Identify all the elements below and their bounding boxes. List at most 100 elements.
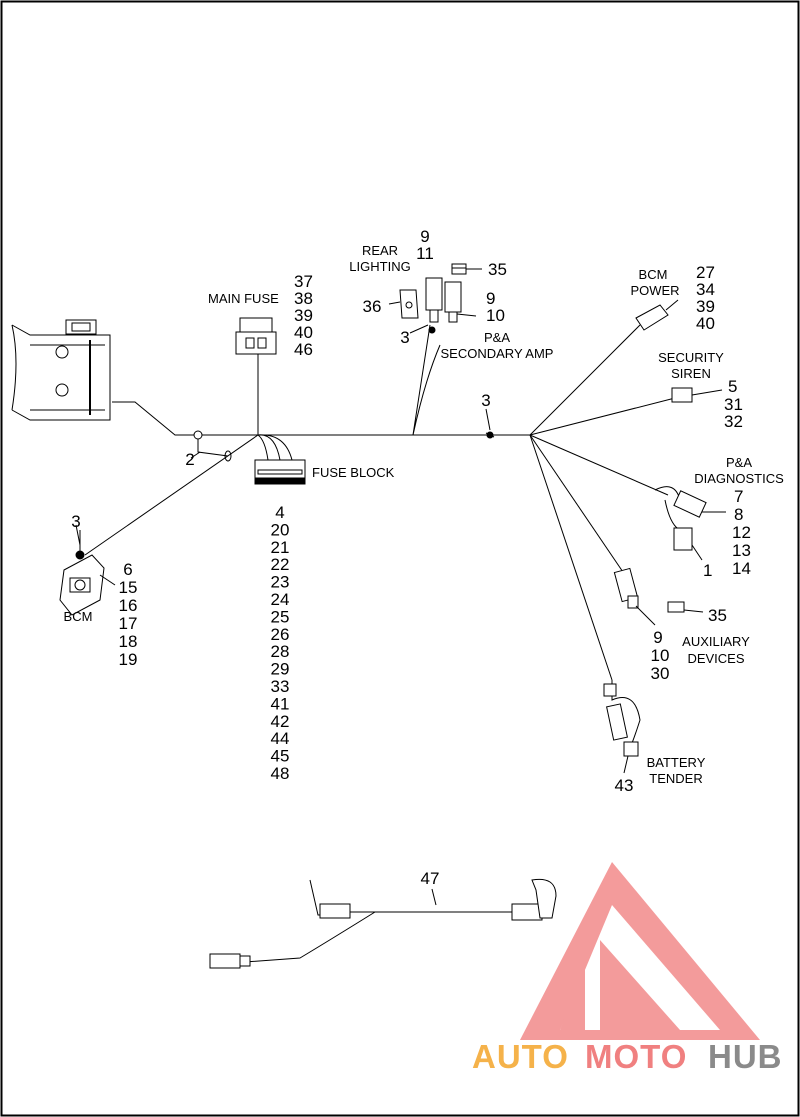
main-fuse-label: MAIN FUSE [208, 291, 279, 306]
battery-tender-label-2: TENDER [649, 771, 702, 786]
main-fuse-holder [235, 317, 277, 355]
trunk-ground-number: 3 [481, 391, 490, 410]
security-siren-num-1: 5 [728, 377, 737, 396]
branch-security-siren [529, 397, 676, 436]
battery-tender-lead [603, 680, 641, 774]
bcm-power-label-2: POWER [630, 283, 679, 298]
fuse-block-num: 44 [271, 729, 290, 748]
fuse-block-num: 48 [271, 764, 290, 783]
terminal-part-36 [399, 289, 419, 319]
seal-plug-top [451, 263, 482, 275]
auxiliary-label-1: AUXILIARY [682, 634, 750, 649]
bcm-power-num-4: 40 [696, 314, 715, 333]
fuse-block-num: 45 [271, 747, 290, 766]
fuse-block-num: 28 [271, 642, 290, 661]
diagnostics-connectors [654, 486, 726, 561]
frame-bracket [11, 319, 111, 421]
left-ground-number: 2 [185, 450, 194, 469]
fuse-block-numbers: 4 20 21 22 23 24 25 26 28 29 33 41 42 44… [271, 503, 290, 783]
branch-bcm-power [529, 324, 641, 436]
auxiliary-connector [613, 567, 656, 626]
branch-fuse-block [257, 434, 293, 461]
fuse-block-num: 20 [271, 520, 290, 539]
main-fuse-num-1: 37 [294, 272, 313, 291]
rear-lighting-num-2: 11 [416, 244, 434, 263]
bcm-power-connector [635, 299, 679, 331]
security-siren-num-3: 32 [724, 412, 743, 431]
seal-plug-aux [667, 601, 704, 613]
bcm-power-num-3: 39 [696, 297, 715, 316]
harness-47 [209, 878, 557, 969]
secondary-amp-ground-number: 3 [400, 328, 409, 347]
auxiliary-num-3: 30 [651, 664, 670, 683]
secondary-amp-label-2: SECONDARY AMP [441, 346, 554, 361]
rear-lighting-label-1: REAR [362, 243, 398, 258]
fuse-block-part [254, 459, 306, 485]
bcm-num-4: 17 [119, 614, 138, 633]
security-siren-num-2: 31 [724, 395, 743, 414]
security-siren-label-1: SECURITY [658, 350, 724, 365]
fuse-block-num: 23 [271, 573, 290, 592]
rear-lighting-label-2: LIGHTING [349, 259, 410, 274]
fuse-block-num: 25 [271, 607, 290, 626]
branch-bcm [84, 434, 259, 556]
battery-tender-label-1: BATTERY [647, 755, 706, 770]
diagnostics-cap-number: 1 [703, 561, 712, 580]
fuse-block-num: 26 [271, 625, 290, 644]
diagnostics-num-1: 7 [734, 487, 743, 506]
diagnostics-label-1: P&A [726, 455, 752, 470]
watermark-word-hub: HUB [708, 1038, 783, 1075]
bcm-module [59, 530, 116, 616]
logo-m-strokes [560, 940, 680, 1030]
auxiliary-num-2: 10 [651, 646, 670, 665]
branch-secondary-amp [412, 324, 441, 436]
watermark-word-moto: MOTO [585, 1038, 687, 1075]
bcm-power-num-1: 27 [696, 263, 715, 282]
branch-auxiliary [529, 434, 626, 576]
security-siren-connector [671, 387, 723, 403]
auxiliary-label-2: DEVICES [687, 651, 744, 666]
diagnostics-num-4: 13 [732, 541, 751, 560]
bcm-ground-number: 3 [71, 512, 80, 531]
fuse-block-num: 41 [271, 694, 290, 713]
bcm-num-3: 16 [119, 596, 138, 615]
fuse-block-label: FUSE BLOCK [312, 465, 395, 480]
battery-tender-number: 43 [615, 776, 634, 795]
watermark-word-auto: AUTO [472, 1038, 569, 1075]
fuse-block-num: 29 [271, 660, 290, 679]
diagnostics-label-2: DIAGNOSTICS [694, 471, 784, 486]
main-fuse-num-5: 46 [294, 340, 313, 359]
branch-diagnostics [529, 434, 669, 496]
bcm-num-2: 15 [119, 578, 138, 597]
branch-battery-tender [529, 434, 613, 681]
fuse-block-num: 21 [271, 538, 290, 557]
fuse-block-num: 24 [271, 590, 290, 609]
secondary-amp-label-1: P&A [484, 330, 510, 345]
bcm-num-6: 19 [119, 650, 138, 669]
bcm-power-num-2: 34 [696, 280, 715, 299]
diagnostics-num-3: 12 [732, 523, 751, 542]
diagnostics-num-2: 8 [734, 505, 743, 524]
fuse-block-num: 42 [271, 712, 290, 731]
secondary-amp-connectors [425, 277, 462, 334]
ground-terminal-trunk [485, 431, 495, 439]
security-siren-label-2: SIREN [671, 366, 711, 381]
plug-aux-number: 35 [708, 606, 727, 625]
watermark-logo [520, 862, 760, 1040]
bcm-num-1: 6 [123, 560, 132, 579]
main-fuse-num-3: 39 [294, 306, 313, 325]
bcm-num-5: 18 [119, 632, 138, 651]
fuse-block-num: 4 [275, 503, 284, 522]
fuse-block-num: 33 [271, 677, 290, 696]
fuse-block-num: 22 [271, 555, 290, 574]
main-fuse-num-4: 40 [294, 323, 313, 342]
auxiliary-num-1: 9 [653, 628, 662, 647]
terminal-36-number: 36 [363, 297, 382, 316]
leader-lines [75, 301, 491, 546]
main-trunk [112, 401, 530, 436]
main-fuse-num-2: 38 [294, 289, 313, 308]
bcm-label: BCM [64, 609, 93, 624]
rear-lighting-num-1: 9 [420, 227, 429, 246]
